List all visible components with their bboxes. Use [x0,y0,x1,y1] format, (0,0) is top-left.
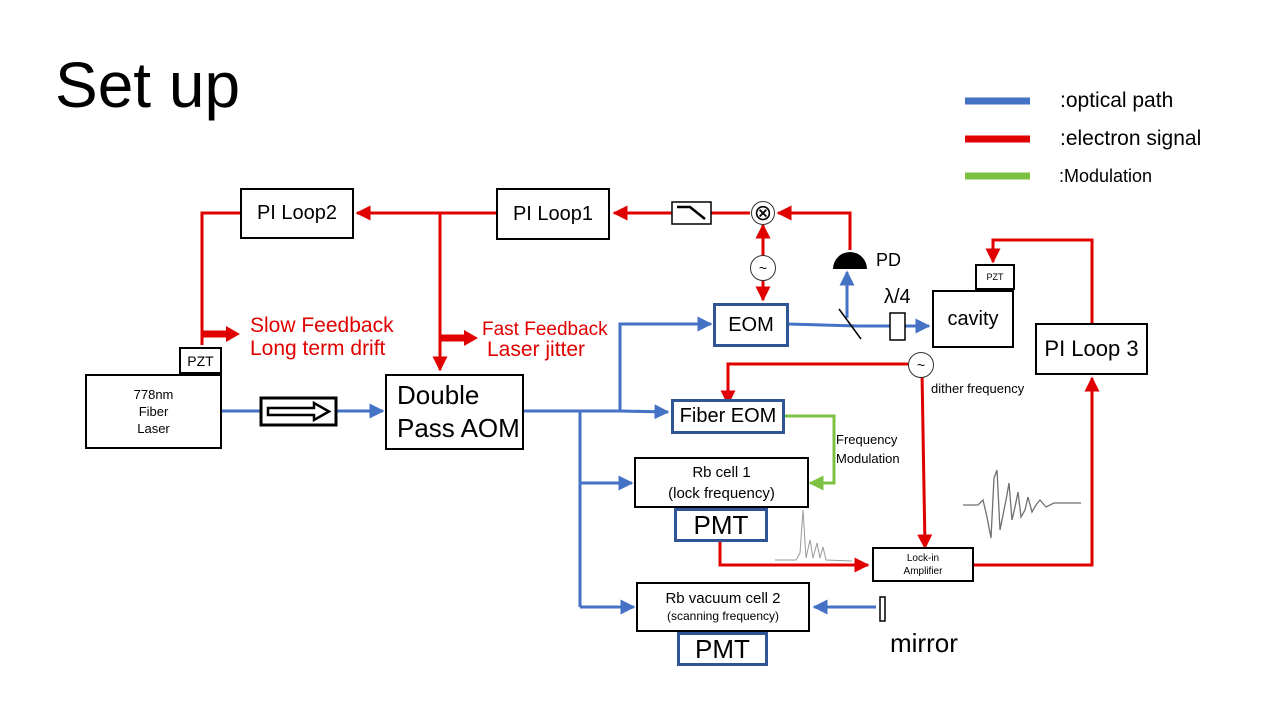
mirror-icon [879,596,886,622]
fast-feedback-label: Fast Feedback [482,319,608,340]
long-term-drift-label: Long term drift [250,337,386,360]
pi-loop1-label: PI Loop1 [512,202,594,225]
laser-label-line3: Laser [137,421,170,436]
fiber-eom-label: Fiber EOM [679,405,777,427]
pzt-cavity-label: PZT [986,272,1004,282]
aom-label-line1: Double [397,380,480,410]
lambda4-label: λ/4 [884,286,911,308]
waveplate-icon [889,312,906,341]
pzt-cavity-box: PZT [975,264,1015,290]
pmt1-box: PMT [674,508,768,542]
cavity-box: cavity [932,290,1014,348]
pmt2-label: PMT [695,633,750,664]
electron-paths [200,205,1100,573]
double-pass-aom-box: Double Pass AOM [385,374,524,450]
pd-label: PD [876,250,902,270]
page-title: Set up [55,49,241,121]
legend-modulation-label: :Modulation [1059,166,1153,186]
fiber-laser-box: 778nm Fiber Laser [85,374,222,449]
freq-mod-label-line1: Frequency [836,432,898,447]
low-pass-filter-icon [671,201,712,225]
mixer-symbol: ⊗ [753,200,773,225]
pi-loop2-box: PI Loop2 [240,188,354,239]
rb-cell1-label-line1: Rb cell 1 [692,463,751,481]
eom-label: EOM [728,313,774,336]
optical-paths [222,270,931,615]
optical-isolator-icon [259,396,338,427]
aom-label-line2: Pass AOM [397,413,520,443]
lockin-label-line1: Lock-in [906,552,940,564]
pi-loop2-label: PI Loop2 [256,202,338,224]
cavity-label: cavity [947,307,999,330]
rb-cell2-box: Rb vacuum cell 2 (scanning frequency) [636,582,810,632]
legend-optical-label: :optical path [1060,89,1174,112]
rb-cell1-box: Rb cell 1 (lock frequency) [634,457,809,508]
fiber-eom-box: Fiber EOM [671,399,785,434]
laser-label-line2: Fiber [138,404,169,419]
modulation-path [784,414,836,491]
lockin-label-line2: Amplifier [903,565,943,577]
pmt1-label: PMT [693,509,749,540]
lockin-amplifier-box: Lock-in Amplifier [872,547,974,582]
rb-cell1-label-line2: (lock frequency) [668,484,775,502]
dither-oscillator-icon: ~ [908,352,934,378]
rb-cell2-label-line1: Rb vacuum cell 2 [665,590,781,607]
laser-jitter-label: Laser jitter [487,338,586,361]
pi-loop3-label: PI Loop 3 [1044,336,1139,361]
oscillator-symbol: ~ [758,260,768,276]
error-signal-trace-icon [963,469,1081,539]
pmt2-box: PMT [677,632,768,666]
pi-loop1-box: PI Loop1 [496,188,610,240]
mirror-label: mirror [890,628,958,658]
pi-loop3-box: PI Loop 3 [1035,323,1148,375]
beam-splitter-icon [838,308,862,340]
pzt-laser-label: PZT [187,352,214,369]
photodiode-icon [833,252,867,269]
freq-mod-label-line2: Modulation [836,451,900,466]
oscillator-icon: ~ [750,255,776,281]
laser-label-line1: 778nm [133,387,174,402]
slow-feedback-label: Slow Feedback [250,314,394,337]
dither-oscillator-symbol: ~ [916,357,926,373]
legend-electron-label: :electron signal [1060,127,1202,150]
spectrum-trace-icon [775,509,853,562]
rb-cell2-label-line2: (scanning frequency) [666,609,780,623]
mixer-icon: ⊗ [751,201,775,225]
dither-frequency-label: dither frequency [931,381,1025,396]
eom-box: EOM [713,303,789,347]
pzt-laser-box: PZT [179,347,222,374]
